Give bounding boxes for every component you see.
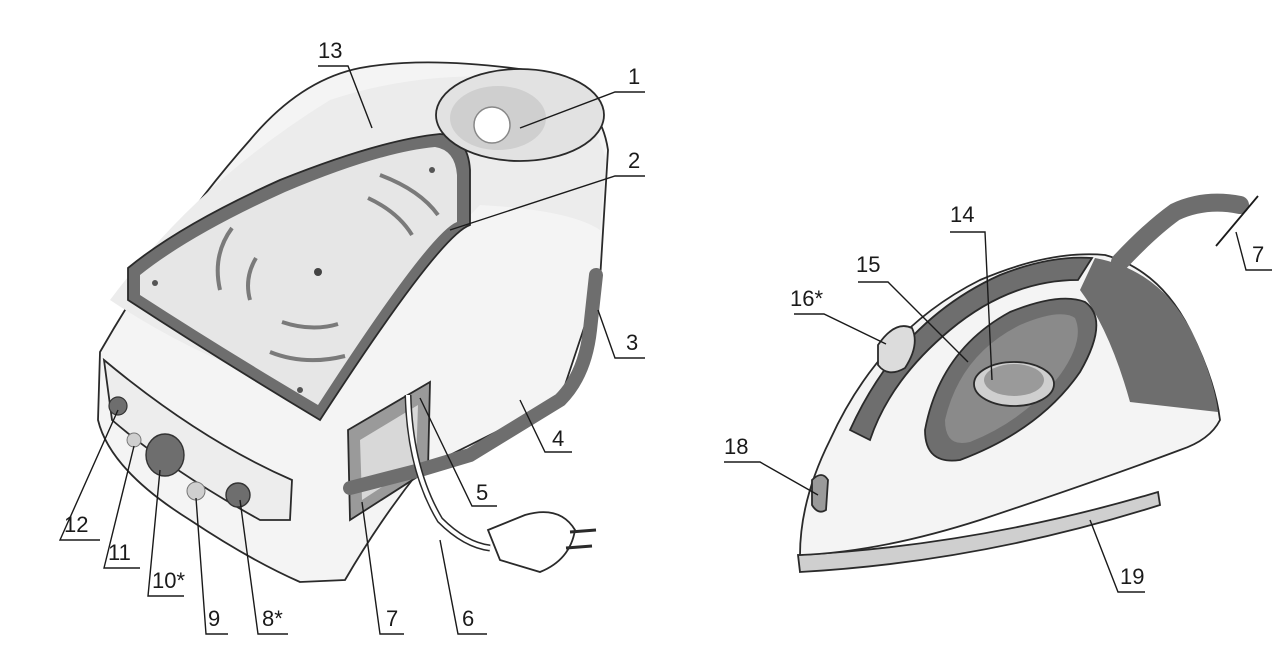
label-7-iron: 7 [1252, 242, 1264, 267]
label-3: 3 [626, 330, 638, 355]
plate-groove [215, 226, 234, 291]
plate-screw [429, 167, 435, 173]
plug-pin [565, 544, 593, 550]
filler-cap-knob [473, 106, 511, 144]
leader-11 [103, 445, 140, 569]
plate-groove [281, 320, 339, 330]
label-11: 11 [108, 540, 131, 565]
iron-illustration [796, 193, 1259, 573]
leader-13 [318, 65, 373, 129]
label-19: 19 [1120, 564, 1144, 589]
label-14: 14 [950, 202, 974, 227]
plug-pin [569, 528, 597, 534]
plate-groove [269, 350, 346, 363]
steam-hose [343, 268, 603, 495]
iron-leader-lines [724, 231, 1272, 593]
label-12: 12 [64, 512, 88, 537]
label-8: 8* [262, 606, 283, 631]
plate-groove [367, 196, 414, 237]
indicator-light-12 [108, 396, 128, 416]
leader-7b [1235, 231, 1272, 271]
iron-rest-plate [140, 147, 457, 405]
label-10: 10* [152, 568, 185, 593]
hose-break-mark [1215, 195, 1259, 247]
iron-soleplate [796, 490, 1162, 573]
rotary-knob-10 [145, 433, 185, 477]
leader-1 [519, 91, 645, 129]
plate-screw [297, 387, 303, 393]
label-7: 7 [386, 606, 398, 631]
plate-groove [246, 256, 258, 301]
leader-10 [147, 469, 184, 597]
leader-16 [794, 313, 887, 345]
leader-2 [449, 175, 645, 231]
plate-screw [152, 280, 158, 286]
leader-15 [858, 281, 969, 363]
leader-9 [195, 497, 228, 635]
label-1: 1 [628, 64, 640, 89]
indicator-light-9 [186, 481, 206, 501]
power-cord-core [406, 394, 491, 550]
leader-12 [58, 409, 119, 541]
label-6: 6 [462, 606, 474, 631]
iron-handle-band [848, 256, 1094, 442]
leader-7a [361, 501, 404, 635]
label-15: 15 [856, 252, 880, 277]
leader-3 [597, 309, 645, 359]
leader-19 [1089, 519, 1145, 593]
mains-plug [486, 511, 576, 573]
label-2: 2 [628, 148, 640, 173]
switch-8 [225, 482, 251, 508]
leader-18 [724, 461, 819, 496]
temperature-dial-top [984, 364, 1044, 396]
station-labels: 13 1 2 3 4 5 6 7 8* 9 10* 11 12 [64, 38, 640, 631]
iron-labels: 14 15 16* 18 19 7 [724, 202, 1264, 589]
label-5: 5 [476, 480, 488, 505]
plate-center-hole [314, 268, 322, 276]
iron-hose [1111, 193, 1249, 271]
leader-6 [439, 539, 487, 635]
leader-8 [239, 499, 288, 635]
iron-rear-grip [1080, 258, 1218, 412]
label-4: 4 [552, 426, 564, 451]
leader-14 [950, 231, 993, 381]
steam-button [877, 325, 916, 374]
spray-nozzle [811, 474, 829, 513]
label-13: 13 [318, 38, 342, 63]
leader-4 [519, 399, 572, 453]
steam-station-illustration [97, 61, 609, 583]
station-leader-lines [58, 65, 645, 635]
plate-groove [379, 173, 440, 217]
indicator-light-11 [126, 432, 142, 448]
label-16: 16* [790, 286, 823, 311]
label-18: 18 [724, 434, 748, 459]
label-9: 9 [208, 606, 220, 631]
leader-5 [419, 397, 497, 507]
